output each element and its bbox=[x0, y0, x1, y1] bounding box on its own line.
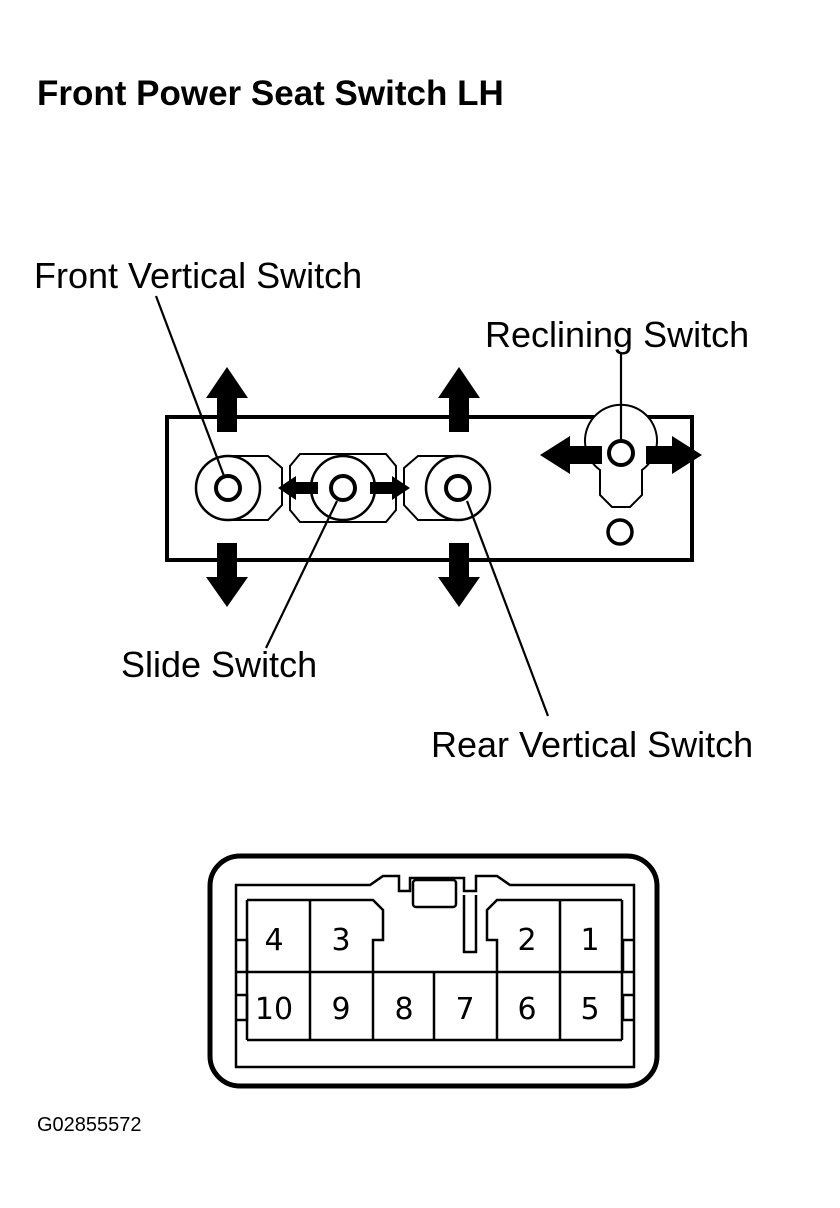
reclining-switch-label: Reclining Switch bbox=[485, 314, 749, 355]
connector-lock-tab bbox=[411, 878, 458, 909]
front-vertical-switch bbox=[194, 454, 283, 522]
rear-vertical-leader bbox=[465, 500, 550, 717]
connector-cavities bbox=[236, 898, 634, 1042]
connector-key-slot bbox=[462, 895, 478, 954]
direction-arrows bbox=[206, 367, 702, 607]
page-title: Front Power Seat Switch LH bbox=[37, 74, 504, 113]
pin-7: 7 bbox=[455, 992, 474, 1027]
pin-5: 5 bbox=[580, 992, 599, 1027]
pin-8: 8 bbox=[394, 992, 413, 1027]
rear-vertical-switch bbox=[403, 454, 492, 522]
rear-vertical-down-arrow bbox=[438, 543, 480, 607]
pin-1: 1 bbox=[580, 923, 599, 958]
connector: 4 3 2 1 10 9 8 7 6 5 bbox=[207, 853, 660, 1089]
rear-vertical-up-arrow bbox=[438, 367, 480, 432]
slide-leader bbox=[265, 500, 338, 649]
recline-right-arrow bbox=[646, 436, 702, 474]
pin-4: 4 bbox=[264, 923, 283, 958]
pin-6: 6 bbox=[517, 992, 536, 1027]
recline-left-arrow bbox=[540, 436, 602, 474]
pin-9: 9 bbox=[331, 992, 350, 1027]
figure-code: G02855572 bbox=[37, 1114, 142, 1136]
pin-3: 3 bbox=[331, 923, 350, 958]
slide-right-arrow bbox=[370, 476, 410, 500]
front-vertical-leader bbox=[154, 295, 226, 477]
slide-switch bbox=[289, 453, 397, 523]
pin-2: 2 bbox=[517, 923, 536, 958]
slide-left-arrow bbox=[278, 476, 318, 500]
front-vertical-down-arrow bbox=[206, 543, 248, 607]
leader-lines bbox=[154, 295, 623, 717]
front-vertical-switch-label: Front Vertical Switch bbox=[34, 255, 362, 296]
front-vertical-up-arrow bbox=[206, 367, 248, 432]
connector-inner-outline bbox=[234, 874, 636, 1069]
rear-vertical-switch-label: Rear Vertical Switch bbox=[431, 724, 753, 765]
switch-panel bbox=[165, 403, 694, 562]
slide-switch-label: Slide Switch bbox=[121, 644, 317, 685]
pin-10: 10 bbox=[255, 992, 293, 1027]
